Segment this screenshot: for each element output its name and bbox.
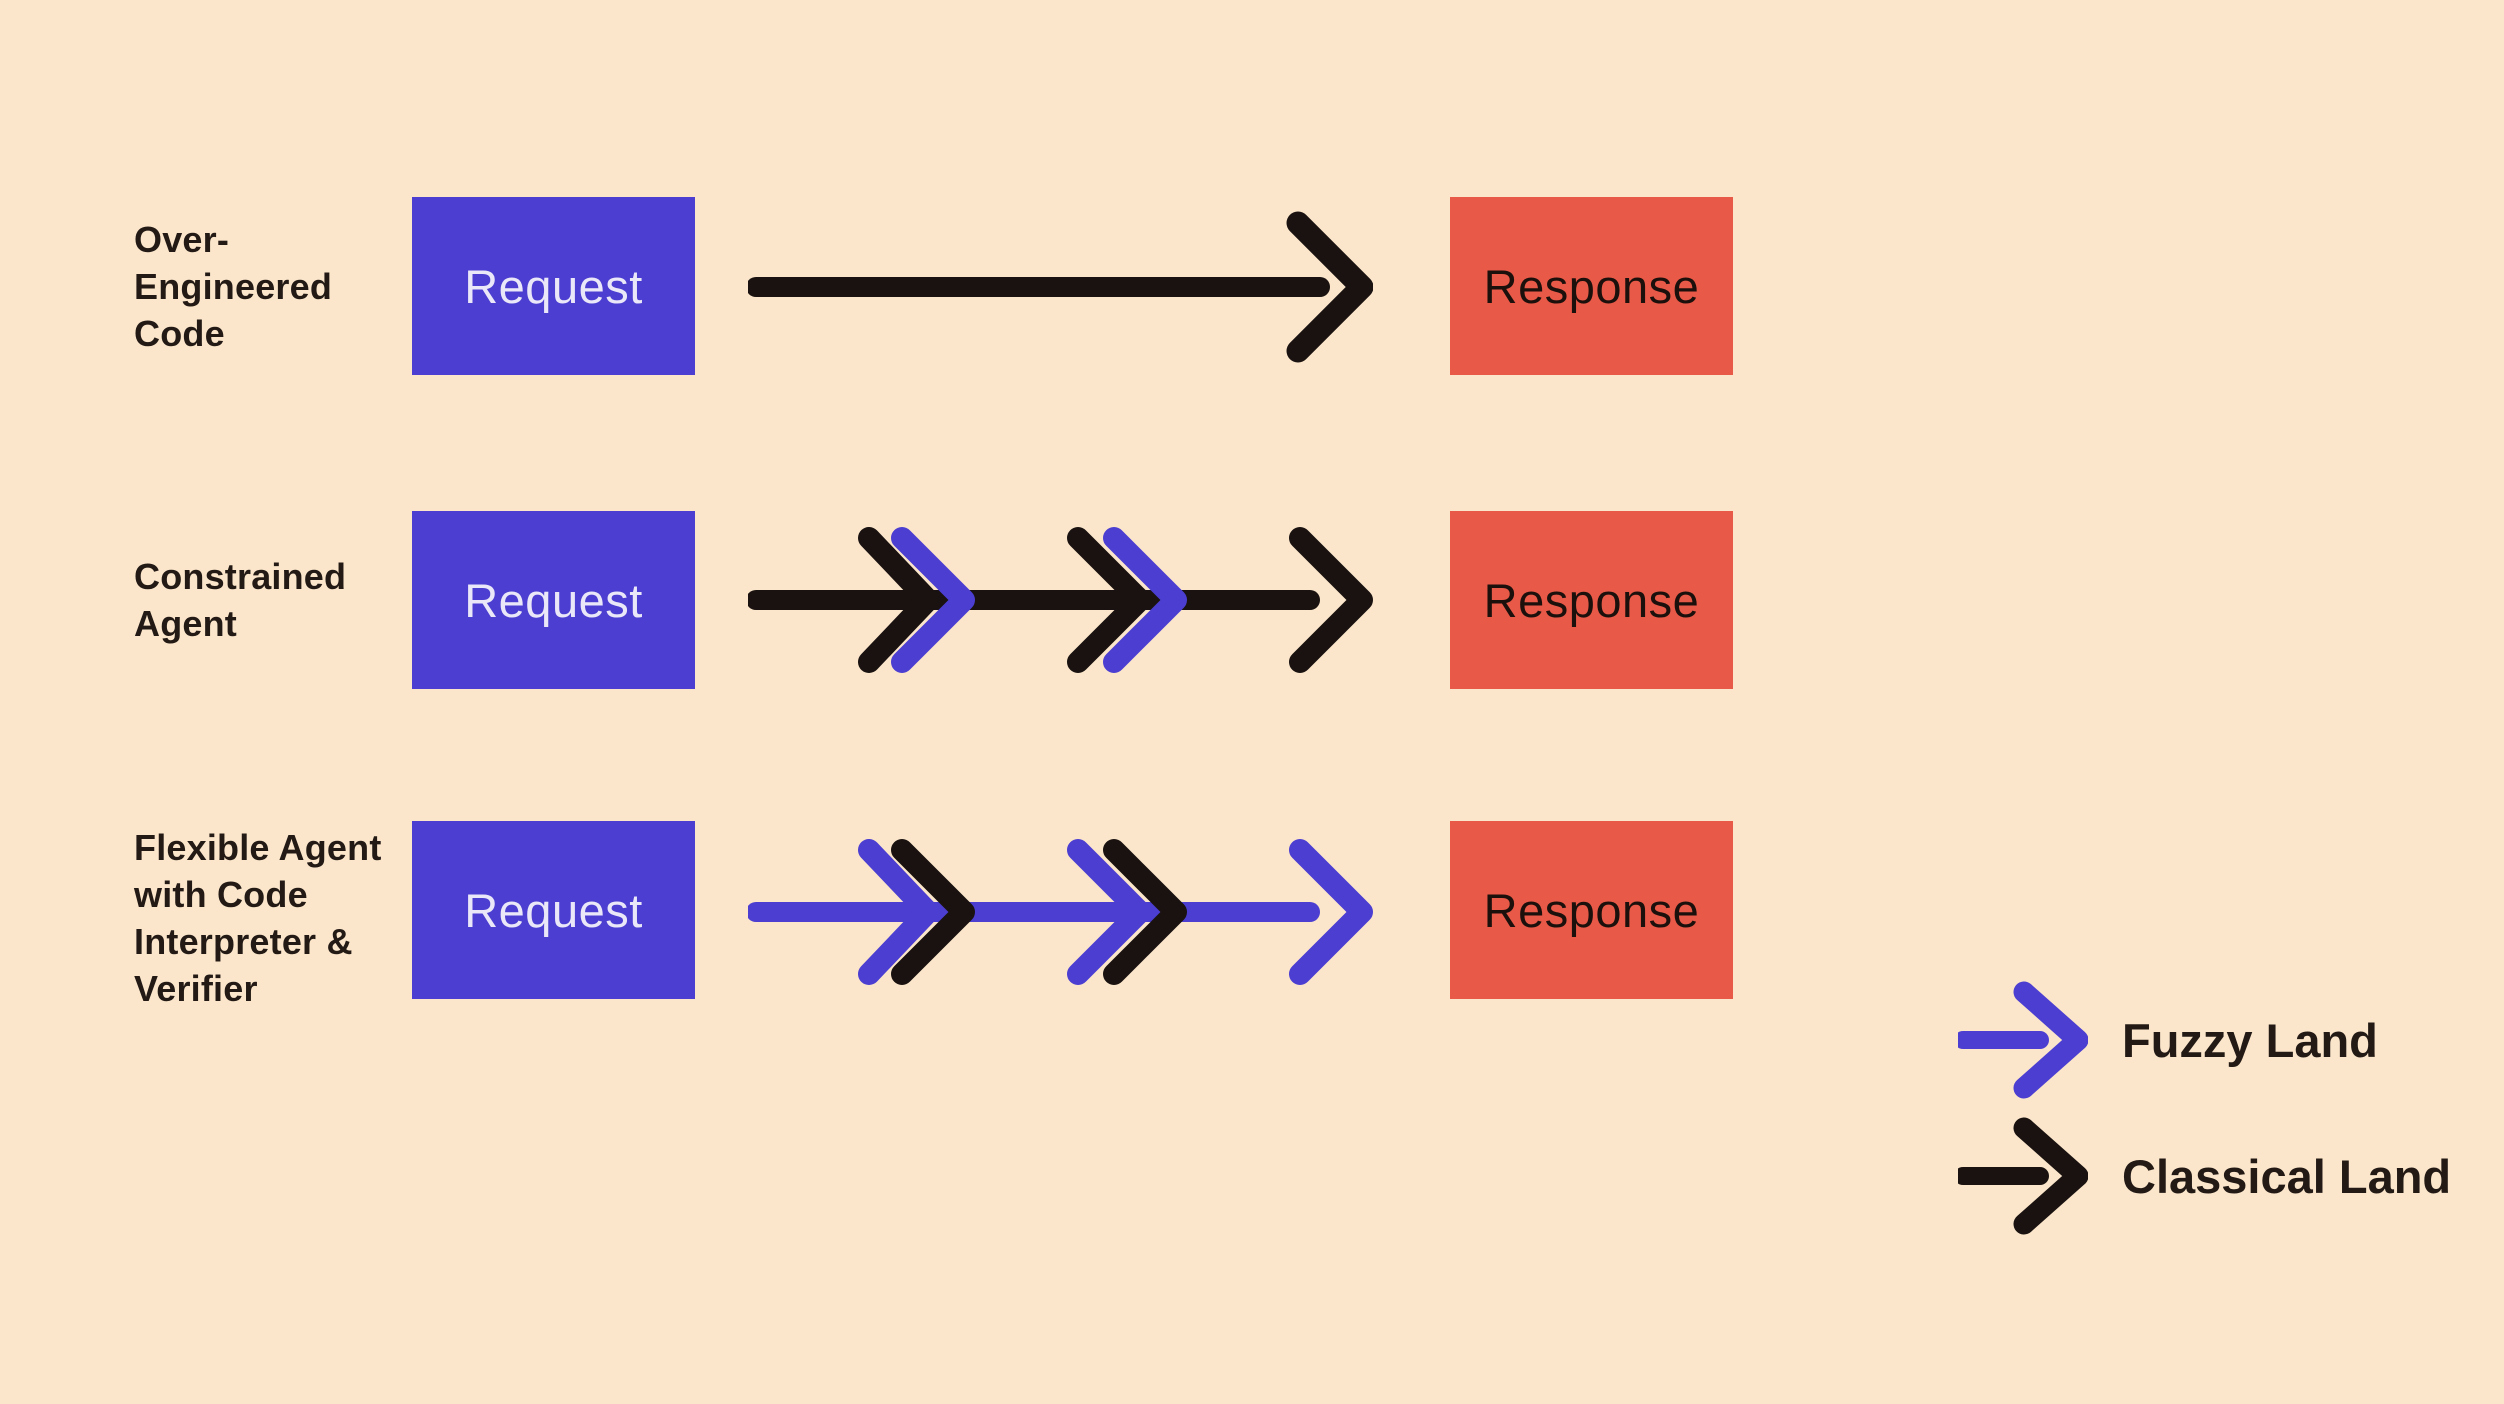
row-label-over-engineered-code: Over- Engineered Code	[134, 216, 332, 357]
request-box-row-2: Request	[412, 511, 695, 689]
row-label-line: with Code	[134, 874, 308, 915]
row-label-line: Flexible Agent	[134, 827, 382, 868]
row-label-line: Engineered	[134, 266, 333, 307]
row-label-line: Constrained	[134, 556, 347, 597]
fuzzy-arrow-icon	[1958, 981, 2088, 1099]
chevron-fuzzy	[1067, 839, 1151, 985]
row-label-line: Code	[134, 313, 225, 354]
response-box-row-2: Response	[1450, 511, 1733, 689]
fuzzy-arrow-with-classical-chevrons-row-3	[748, 839, 1373, 985]
response-box-row-1: Response	[1450, 197, 1733, 375]
response-box-row-3: Response	[1450, 821, 1733, 999]
legend: Fuzzy Land Classical Land	[1958, 980, 2451, 1236]
classical-arrow-icon	[1958, 1117, 2088, 1235]
request-box-label: Request	[464, 573, 643, 627]
row-label-line: Agent	[134, 603, 237, 644]
row-label-line: Over-	[134, 219, 230, 260]
arrowhead-classical	[1286, 211, 1373, 363]
row-label-line: Verifier	[134, 968, 258, 1009]
request-box-row-3: Request	[412, 821, 695, 999]
response-box-label: Response	[1483, 259, 1700, 313]
request-box-row-1: Request	[412, 197, 695, 375]
arrowhead-fuzzy	[1289, 839, 1373, 985]
chevron-fuzzy	[858, 839, 939, 985]
response-box-label: Response	[1483, 883, 1700, 937]
chevron-classical	[858, 527, 939, 673]
row-label-line: Interpreter &	[134, 921, 353, 962]
response-box-label: Response	[1483, 573, 1700, 627]
classical-arrow-with-fuzzy-chevrons-row-2	[748, 527, 1373, 673]
legend-label: Fuzzy Land	[2122, 1013, 2378, 1067]
chevron-fuzzy	[891, 527, 975, 673]
request-box-label: Request	[464, 259, 643, 313]
legend-label: Classical Land	[2122, 1149, 2452, 1203]
chevron-classical	[891, 839, 975, 985]
arrowhead-classical	[1289, 527, 1373, 673]
chevron-classical	[1103, 839, 1187, 985]
row-label-flexible-agent: Flexible Agent with Code Interpreter & V…	[134, 824, 382, 1012]
request-box-label: Request	[464, 883, 643, 937]
chevron-classical	[1067, 527, 1151, 673]
classical-arrow-row-1	[748, 211, 1373, 363]
legend-item-classical-land: Classical Land	[1958, 1116, 2451, 1236]
chevron-fuzzy	[1103, 527, 1187, 673]
legend-item-fuzzy-land: Fuzzy Land	[1958, 980, 2451, 1100]
row-label-constrained-agent: Constrained Agent	[134, 553, 346, 647]
